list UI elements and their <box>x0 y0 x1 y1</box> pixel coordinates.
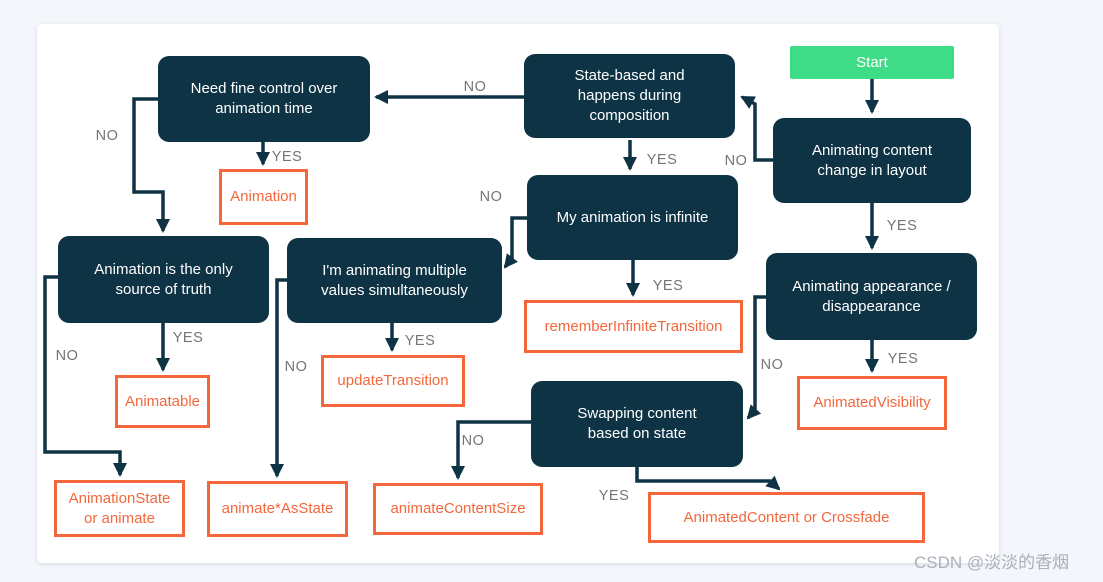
start-label: Start <box>856 54 888 71</box>
result-label: rememberInfiniteTransition <box>544 317 723 335</box>
edge-label-appearance-no: NO <box>760 357 784 373</box>
result-label: updateTransition <box>337 372 449 390</box>
decision-label: Animating content change in layout <box>811 141 933 179</box>
result-animated-content-or-crossfade: AnimatedContent or Crossfade <box>648 492 925 543</box>
result-label: AnimationState or animate <box>68 490 171 527</box>
result-label: AnimatedVisibility <box>813 394 931 412</box>
edge-label-layout-no: NO <box>724 153 748 169</box>
decision-label: Swapping content based on state <box>577 405 697 442</box>
decision-animation-infinite: My animation is infinite <box>527 175 738 260</box>
edge-label-layout-yes: YES <box>886 218 918 234</box>
decision-label: My animation is infinite <box>556 208 709 226</box>
result-animation: Animation <box>219 169 308 225</box>
edge-label-multiple-yes: YES <box>404 333 436 349</box>
decision-label: I'm animating multiple values simultaneo… <box>321 261 468 299</box>
decision-animation-source-of-truth: Animation is the only source of truth <box>58 236 269 323</box>
decision-animating-multiple-values: I'm animating multiple values simultaneo… <box>287 238 502 323</box>
result-remember-infinite-transition: rememberInfiniteTransition <box>524 300 743 353</box>
edge-label-multiple-no: NO <box>284 359 308 375</box>
result-animate-as-state: animate*AsState <box>207 481 348 537</box>
edge-label-swapping-no: NO <box>461 433 485 449</box>
decision-need-fine-control: Need fine control over animation time <box>158 56 370 142</box>
result-animation-state-or-animate: AnimationState or animate <box>54 480 185 537</box>
result-animatable: Animatable <box>115 375 210 428</box>
edge-label-sourcetruth-no: NO <box>55 348 79 364</box>
edge-label-infinite-no: NO <box>479 189 503 205</box>
edge-label-appearance-yes: YES <box>887 351 919 367</box>
edge-label-sourcetruth-yes: YES <box>172 330 204 346</box>
start-node: Start <box>790 46 954 79</box>
decision-label: Need fine control over animation time <box>190 80 338 117</box>
edge-label-infinite-yes: YES <box>652 278 684 294</box>
result-label: Animatable <box>124 392 201 410</box>
edge-label-statebased-no: NO <box>463 79 487 95</box>
result-label: animate*AsState <box>221 500 334 518</box>
result-label: Animation <box>230 188 297 206</box>
edge-label-needfine-no: NO <box>95 128 119 144</box>
decision-state-based-composition: State-based and happens during compositi… <box>524 54 735 138</box>
decision-swapping-content: Swapping content based on state <box>531 381 743 467</box>
edge-label-statebased-yes: YES <box>646 152 678 168</box>
result-update-transition: updateTransition <box>321 355 465 407</box>
decision-label: State-based and happens during compositi… <box>574 67 685 124</box>
decision-animating-appearance: Animating appearance / disappearance <box>766 253 977 340</box>
watermark-text: CSDN @淡淡的香烟 <box>914 553 1070 572</box>
decision-animating-content-change: Animating content change in layout <box>773 118 971 203</box>
result-label: AnimatedContent or Crossfade <box>683 508 890 526</box>
result-label: animateContentSize <box>390 500 526 518</box>
edge-label-needfine-yes: YES <box>271 149 303 165</box>
result-animate-content-size: animateContentSize <box>373 483 543 535</box>
edge-label-swapping-yes: YES <box>598 488 630 504</box>
decision-label: Animation is the only source of truth <box>94 260 233 298</box>
result-animated-visibility: AnimatedVisibility <box>797 376 947 430</box>
decision-label: Animating appearance / disappearance <box>792 277 951 315</box>
